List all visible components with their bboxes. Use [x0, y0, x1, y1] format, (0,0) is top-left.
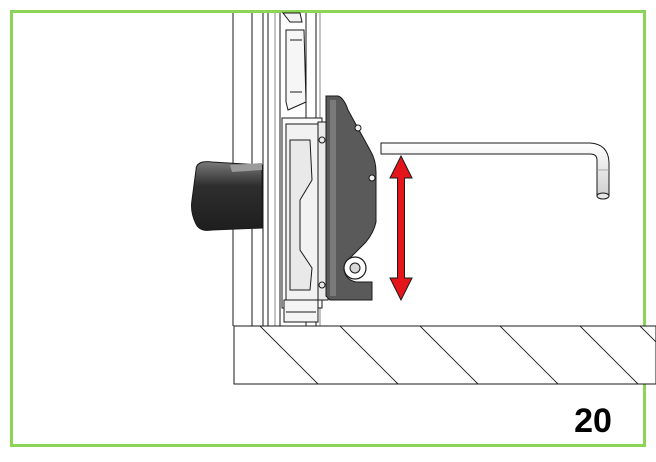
- double-vertical-arrow-icon: [389, 154, 413, 302]
- keeper-bracket: [325, 95, 377, 301]
- door-handle: [191, 161, 263, 231]
- allen-key-icon: [380, 142, 610, 200]
- step-number: 20: [574, 402, 612, 440]
- step-frame: [10, 10, 646, 447]
- door-profile: [232, 12, 329, 326]
- floor-section: [233, 325, 656, 385]
